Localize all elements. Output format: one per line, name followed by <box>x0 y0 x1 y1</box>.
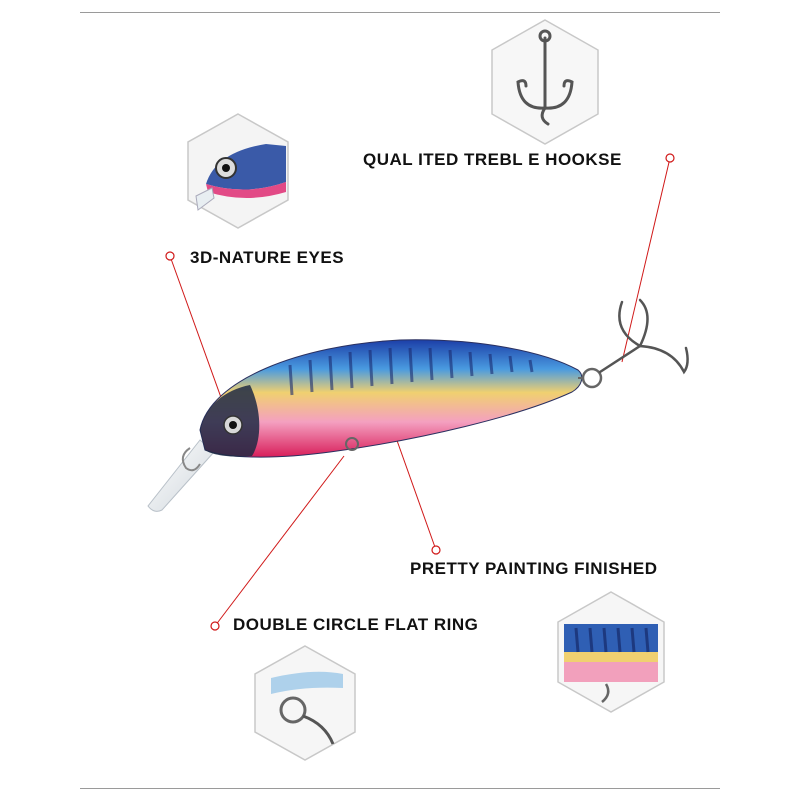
split-ring-detail-icon <box>253 644 357 762</box>
label-painting: PRETTY PAINTING FINISHED <box>410 559 658 578</box>
line-tie <box>181 447 201 472</box>
top-divider <box>80 12 720 13</box>
lure-stripes <box>288 347 534 396</box>
label-eyes: 3D-NATURE EYES <box>190 248 345 267</box>
leader-dots <box>165 153 675 631</box>
leader-hooks <box>621 157 671 363</box>
label-ring: DOUBLE CIRCLE FLAT RING <box>233 615 479 634</box>
tail-ring <box>581 367 603 389</box>
label-hooks: QUAL ITED TREBL E HOOKSE <box>363 150 622 169</box>
leader-ring <box>214 455 345 627</box>
treble-hook <box>598 298 689 375</box>
lure-lip <box>147 439 215 512</box>
lure-finish-detail-icon <box>556 590 666 714</box>
leader-lines <box>169 157 671 627</box>
belly-ring <box>345 437 359 451</box>
lure-body <box>199 339 583 458</box>
lure-eye-detail-icon <box>186 112 290 230</box>
treble-hook-detail-icon <box>490 18 600 146</box>
bottom-divider <box>80 788 720 789</box>
